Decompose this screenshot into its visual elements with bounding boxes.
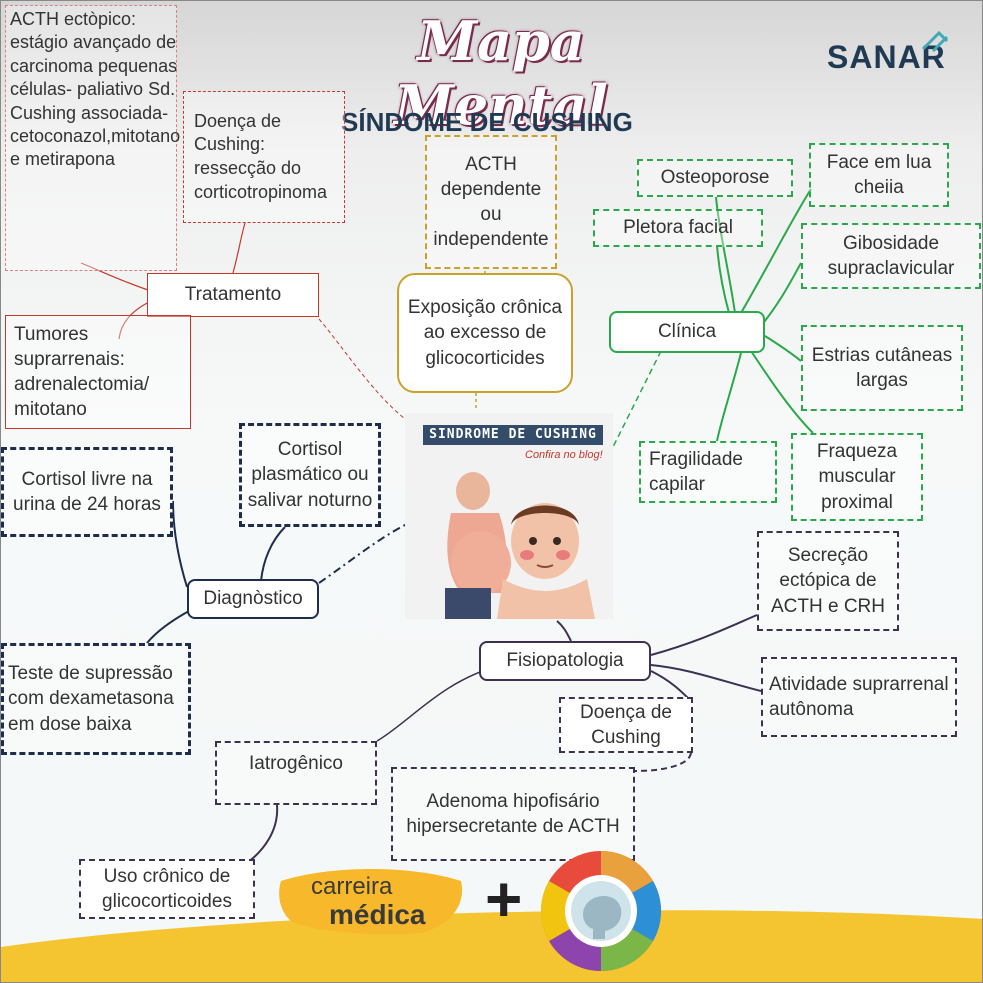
node-adrenal-tumors-treatment: Tumores suprarrenais: adrenalectomia/ mi…	[5, 315, 191, 429]
node-cortisol-plasmatico: Cortisol plasmático ou salivar noturno	[239, 423, 381, 527]
node-adenoma-hipofisario: Adenoma hipofisário hipersecretante de A…	[391, 767, 635, 861]
footer-yellow-band	[1, 910, 982, 982]
connector-tratamento-center	[318, 318, 406, 420]
page-title: Mapa Mental	[394, 9, 608, 137]
connector-tratamento-cushing-tx	[232, 222, 246, 274]
node-teste-supressao: Teste de supressão com dexametasona em d…	[1, 643, 191, 755]
brand-logo-icon	[921, 30, 949, 53]
node-fragilidade-capilar: Fragilidade capilar	[639, 441, 777, 503]
node-osteoporose: Osteoporose	[637, 159, 793, 197]
connector-clinica-fraqueza	[750, 350, 814, 434]
node-atividade-autonoma: Atividade suprarrenal autônoma	[761, 657, 957, 737]
node-clinica: Clínica	[609, 311, 765, 353]
connector-clinica-center	[612, 350, 662, 448]
connector-fisio-secrecao	[650, 614, 758, 656]
connector-clinica-face	[740, 188, 812, 314]
connector-tratamento-ectopic	[80, 262, 152, 292]
carreira-logo-line1: carreira	[311, 873, 393, 900]
connector-tratamento-adrenal	[118, 300, 152, 340]
node-iatrogenico: Iatrogênico	[215, 741, 377, 805]
node-cortisol-urina: Cortisol livre na urina de 24 horas	[1, 447, 173, 537]
node-fisiopatologia: Fisiopatologia	[479, 641, 651, 681]
connector-clinica-estrias	[764, 335, 802, 362]
map-subtitle: SÍNDOME DE CUSHING	[341, 107, 633, 137]
connector-clinica-osteoporose	[715, 196, 736, 314]
connector-clinica-fragilidade	[716, 352, 742, 442]
node-estrias: Estrias cutâneas largas	[801, 325, 963, 411]
node-diagnostico: Diagnòstico	[187, 579, 319, 619]
patient-figures-icon	[445, 472, 595, 619]
connector-clinica-gibosidade	[760, 262, 802, 327]
node-gibosidade: Gibosidade supraclavicular	[801, 223, 981, 289]
carreira-logo-line2: médica	[329, 899, 426, 930]
node-fraqueza-muscular: Fraqueza muscular proximal	[791, 433, 923, 521]
node-exposicao-cronica: Exposição crônica ao excesso de glicocor…	[397, 273, 573, 393]
carreira-medica-logo-shape	[279, 869, 463, 935]
connector-diagnostico-urina	[172, 500, 188, 588]
connector-fisio-center	[556, 620, 572, 642]
specialties-wheel-icon	[540, 851, 662, 971]
illustration-tagline: Confira no blog!	[525, 449, 603, 461]
node-uso-cronico: Uso crônico de glicocorticoides	[79, 859, 255, 919]
cushing-syndrome-illustration: SINDROME DE CUSHING Confira no blog!	[405, 413, 613, 619]
node-tratamento: Tratamento	[147, 273, 319, 317]
node-secrecao-ectopica: Secreção ectópica de ACTH e CRH	[757, 531, 899, 631]
node-face-lua: Face em lua cheiia	[809, 143, 949, 207]
illustration-banner: SINDROME DE CUSHING	[423, 425, 603, 445]
connector-fisio-atividade	[650, 664, 762, 692]
plus-sign: +	[485, 863, 523, 935]
node-doenca-cushing: Doença de Cushing	[559, 697, 693, 753]
node-cushing-disease-treatment: Doença de Cushing: ressecção do corticot…	[183, 91, 345, 223]
connector-diagnostico-center	[318, 520, 414, 584]
connector-clinica-pletora	[716, 244, 730, 314]
connector-diagnostico-plasma	[260, 526, 286, 582]
connector-diagnostico-teste	[146, 610, 190, 644]
node-acth-dependent: ACTH dependente ou independente	[425, 135, 557, 269]
node-ectopic-acth-treatment: ACTH ectòpico: estágio avançado de carci…	[5, 5, 180, 271]
node-pletora-facial: Pletora facial	[593, 209, 763, 247]
connector-iatrogenico-uso	[246, 804, 279, 864]
connector-doenca-adenoma	[634, 752, 692, 772]
